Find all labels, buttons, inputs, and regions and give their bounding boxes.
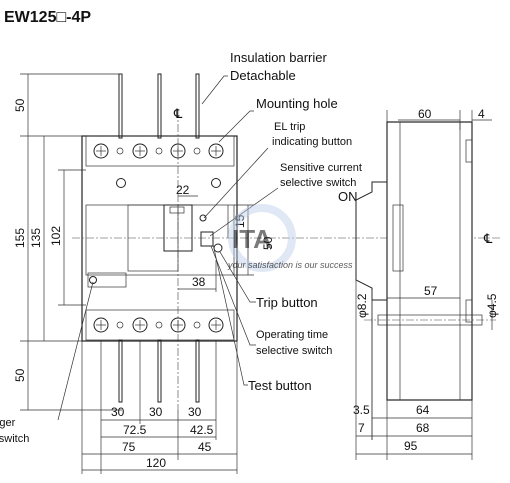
dim-75: 75 — [122, 440, 136, 454]
label-el-trip-1: EL trip — [274, 121, 305, 133]
line-terminal-block — [85, 135, 235, 167]
dim-15: 15 — [233, 214, 247, 228]
label-on: ON — [338, 189, 358, 204]
dim-side-64: 64 — [416, 403, 430, 417]
insulation-barriers — [118, 73, 200, 403]
label-mounting-hole: Mounting hole — [256, 96, 338, 111]
dim-pitch-30-b: 30 — [149, 405, 163, 419]
label-insulation-barrier: Insulation barrier — [230, 50, 327, 65]
dim-side-dia-4-5: φ4.5 — [485, 293, 499, 318]
dim-42-5: 42.5 — [190, 423, 214, 437]
label-sensitive-1: Sensitive current — [280, 162, 362, 174]
dim-pitch-30-c: 30 — [188, 405, 202, 419]
dim-120: 120 — [146, 456, 166, 470]
dim-135: 135 — [29, 228, 43, 248]
dim-22: 22 — [176, 183, 190, 197]
dim-38: 38 — [192, 275, 206, 289]
watermark-sub: your satisfaction is our success — [227, 260, 353, 270]
side-handle-profile — [355, 181, 387, 301]
watermark-text: ITA — [232, 224, 272, 254]
dim-side-68: 68 — [416, 421, 430, 435]
front-dimensions — [20, 73, 254, 474]
breaker-body — [81, 135, 238, 342]
el-trip-dot — [199, 214, 207, 222]
label-trip-button: Trip button — [256, 295, 318, 310]
front-view: ℄ ℄ — [57, 73, 500, 421]
label-operating-2: selective switch — [256, 345, 332, 357]
top-terminals — [93, 143, 224, 159]
sensitive-current-switch — [200, 231, 214, 247]
dim-side-60: 60 — [418, 107, 432, 121]
centerline-mark-top: ℄ — [173, 106, 183, 121]
dim-side-57: 57 — [424, 284, 438, 298]
megger-test-switch — [87, 272, 127, 288]
dim-side-7: 7 — [358, 421, 365, 435]
label-sensitive-2: selective switch — [280, 177, 356, 189]
callout-leaders — [57, 75, 279, 421]
model-title: EW125□-4P — [4, 9, 91, 26]
centerline-mark-side: ℄ — [483, 231, 493, 246]
label-el-trip-2: indicating button — [272, 136, 352, 148]
dim-45: 45 — [198, 440, 212, 454]
megger-dot — [89, 276, 97, 284]
side-view — [355, 110, 496, 460]
dim-50: 50 — [261, 236, 275, 250]
dim-side-95: 95 — [404, 439, 418, 453]
el-trip-indicating-button — [169, 206, 185, 214]
dim-top-50: 50 — [13, 98, 27, 112]
mounting-screw-top — [116, 178, 126, 188]
label-megger-2: test switch — [0, 433, 29, 445]
label-megger-1: Megger — [0, 417, 16, 429]
label-detachable: Detachable — [230, 68, 296, 83]
dim-72-5: 72.5 — [123, 423, 147, 437]
dim-side-4: 4 — [478, 107, 485, 121]
dim-pitch-30-a: 30 — [111, 405, 125, 419]
mounting-screw-right — [211, 178, 221, 188]
dim-side-3-5: 3.5 — [353, 403, 370, 417]
dim-155: 155 — [13, 228, 27, 248]
label-test-button: Test button — [248, 378, 312, 393]
dim-side-dia-8-2: φ8.2 — [355, 293, 369, 318]
side-body — [386, 121, 473, 401]
label-operating-1: Operating time — [256, 329, 328, 341]
dim-102: 102 — [49, 226, 63, 246]
watermark: ITA your satisfaction is our success — [227, 204, 353, 272]
dim-bottom-50: 50 — [13, 368, 27, 382]
